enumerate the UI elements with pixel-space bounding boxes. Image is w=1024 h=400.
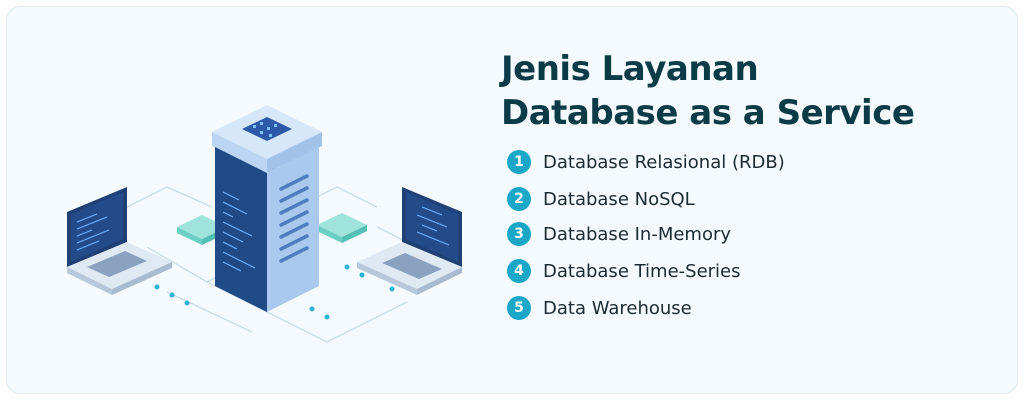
list-item: 5 Data Warehouse bbox=[507, 295, 785, 321]
list-item-label: Database Relasional (RDB) bbox=[543, 151, 785, 173]
list-item-label: Database Time-Series bbox=[543, 260, 741, 282]
left-tile-icon bbox=[177, 215, 227, 245]
number-badge: 5 bbox=[507, 296, 531, 320]
list-item: 3 Database In-Memory bbox=[507, 221, 785, 247]
page-title: Jenis Layanan Database as a Service bbox=[501, 47, 915, 135]
left-laptop-icon bbox=[67, 187, 172, 295]
number-badge: 1 bbox=[507, 150, 531, 174]
right-laptop-icon bbox=[357, 187, 462, 295]
number-badge: 2 bbox=[507, 187, 531, 211]
title-line-2: Database as a Service bbox=[501, 93, 915, 133]
server-tower-icon bbox=[212, 105, 322, 312]
title-line-1: Jenis Layanan bbox=[501, 49, 759, 89]
number-badge: 4 bbox=[507, 259, 531, 283]
list-item: 1 Database Relasional (RDB) bbox=[507, 149, 785, 175]
list-item: 4 Database Time-Series bbox=[507, 258, 785, 284]
number-badge: 3 bbox=[507, 222, 531, 246]
list-item-label: Data Warehouse bbox=[543, 297, 692, 319]
list-item-label: Database NoSQL bbox=[543, 188, 695, 210]
list-item: 2 Database NoSQL bbox=[507, 186, 785, 212]
service-types-list: 1 Database Relasional (RDB) 2 Database N… bbox=[507, 149, 785, 332]
network-dots bbox=[154, 264, 395, 320]
right-tile-icon bbox=[317, 213, 367, 243]
infographic-card: Jenis Layanan Database as a Service 1 Da… bbox=[6, 6, 1018, 394]
list-item-label: Database In-Memory bbox=[543, 223, 732, 245]
database-server-illustration bbox=[67, 105, 462, 343]
